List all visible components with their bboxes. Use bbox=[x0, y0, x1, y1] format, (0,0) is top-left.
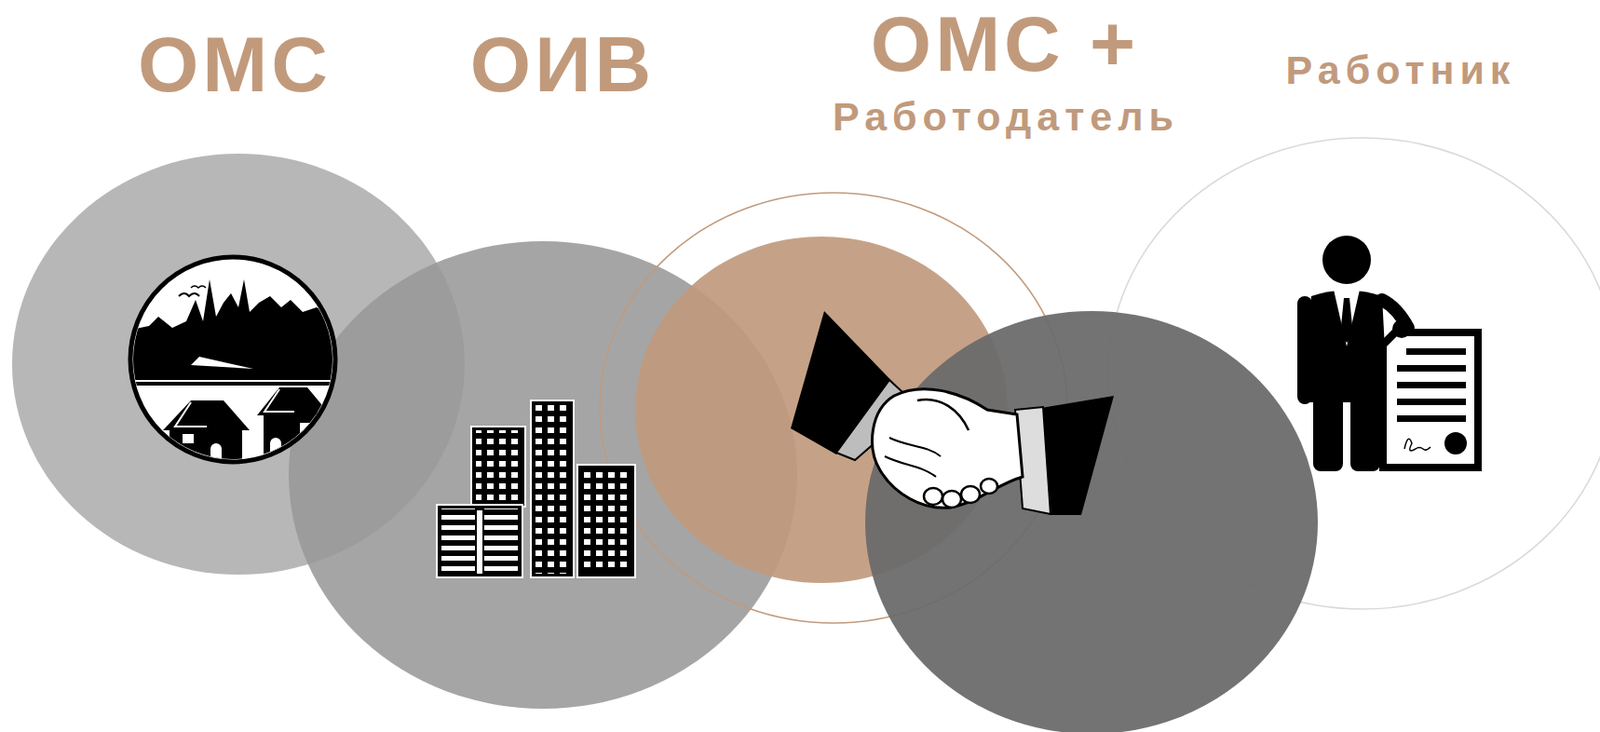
partnership-circle: ОМС +Работодатель bbox=[598, 191, 1069, 624]
circle-heading: ОМС bbox=[137, 25, 332, 104]
worker-icon bbox=[1297, 235, 1482, 472]
circle-heading: Работник bbox=[1286, 50, 1517, 91]
inner-circle bbox=[635, 236, 1008, 584]
dark-circle bbox=[865, 311, 1318, 732]
circle-shape bbox=[1108, 137, 1600, 610]
worker-circle: Работник bbox=[1107, 136, 1600, 611]
circle-shape bbox=[599, 192, 1068, 624]
circle-subheading: Работодатель bbox=[832, 96, 1180, 137]
circle-heading: ОМС + bbox=[870, 4, 1139, 83]
village-icon bbox=[125, 257, 340, 470]
circle-heading: ОИВ bbox=[470, 25, 655, 104]
circle-outline bbox=[1107, 136, 1600, 611]
buildings-icon bbox=[436, 400, 636, 578]
handshake-icon bbox=[790, 311, 1114, 516]
circle-outline bbox=[598, 191, 1069, 624]
